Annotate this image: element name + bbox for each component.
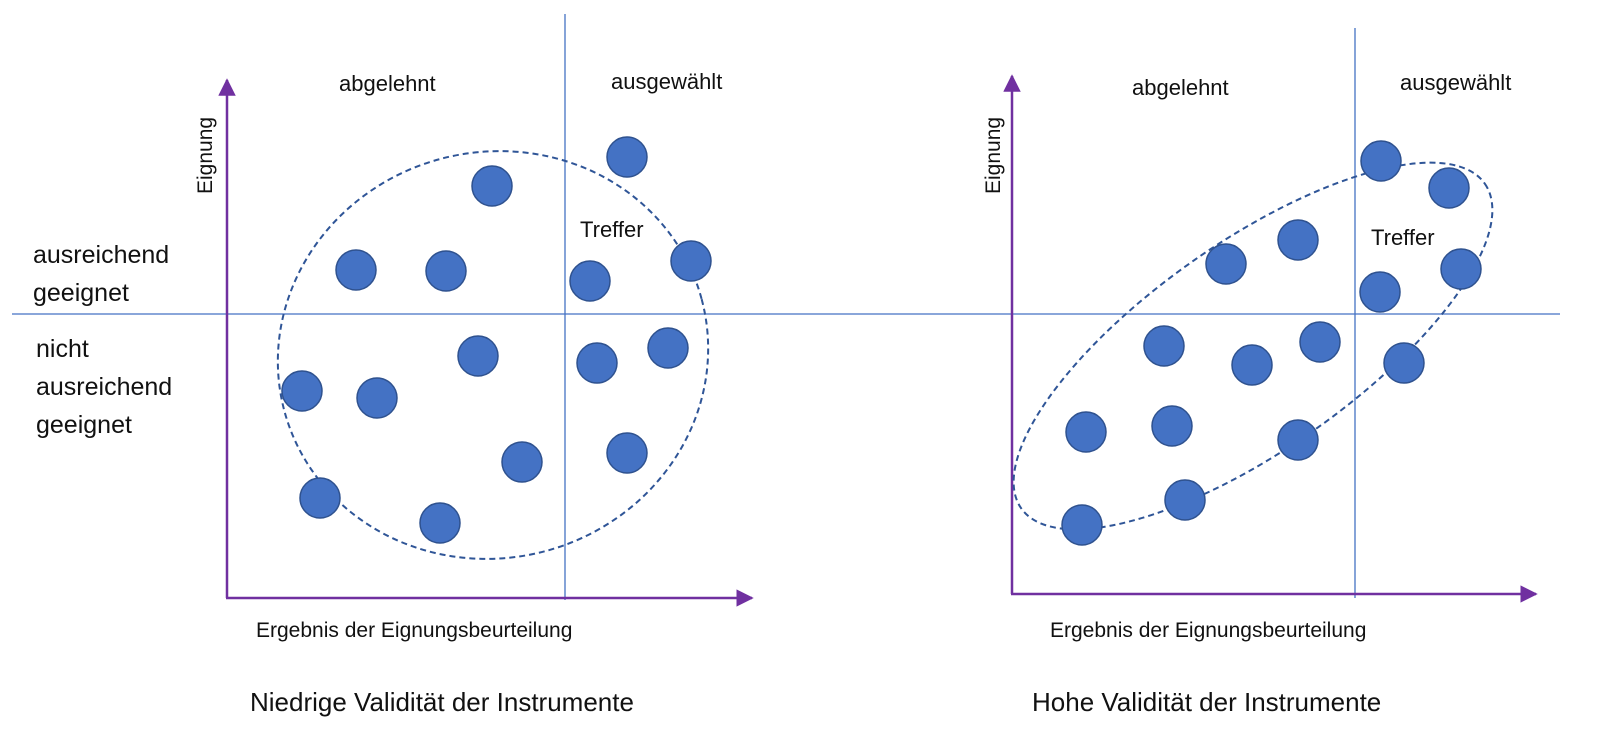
data-point [501,441,543,483]
data-points [281,136,712,544]
data-point [1164,479,1206,521]
data-point [1231,344,1273,386]
adequate-label-line: ausreichend [33,241,170,269]
adequate-label-line: geeignet [33,279,129,307]
data-point [1205,243,1247,285]
not-adequate-label: nicht ausreichend geeignet [36,330,172,444]
not-adequate-label-line: geeignet [36,411,132,439]
hit-label: Treffer [1371,225,1435,250]
panel-low-validity [218,14,754,607]
y-axis-label: Eignung [194,116,217,194]
data-point [335,249,377,291]
data-point [1440,248,1482,290]
data-point [471,165,513,207]
data-point [1383,342,1425,384]
data-point [606,432,648,474]
data-point [1143,325,1185,367]
data-point [606,136,648,178]
y-axis-label: Eignung [982,116,1005,194]
quadrant-rejected-label: abgelehnt [1132,75,1229,100]
data-point [569,260,611,302]
hit-label: Treffer [580,217,644,242]
data-point [457,335,499,377]
panel-caption: Hohe Validität der Instrumente [1032,687,1382,717]
x-axis-label: Ergebnis der Eignungsbeurteilung [256,619,573,642]
data-point [1360,140,1402,182]
quadrant-selected-label: ausgewählt [611,69,723,94]
data-point [419,502,461,544]
data-point [670,240,712,282]
data-point [1428,167,1470,209]
quadrant-selected-label: ausgewählt [1400,70,1512,95]
data-point [1299,321,1341,363]
panel-high-validity [1003,28,1538,603]
scatter-ellipse [276,150,710,560]
data-point [1061,504,1103,546]
x-axis-label: Ergebnis der Eignungsbeurteilung [1050,619,1367,642]
adequate-label: ausreichend geeignet [33,236,169,312]
data-point [299,477,341,519]
data-points [1061,140,1482,546]
data-point [647,327,689,369]
data-point [1277,419,1319,461]
not-adequate-label-line: ausreichend [36,373,173,401]
data-point [1359,271,1401,313]
data-point [576,342,618,384]
panel-caption: Niedrige Validität der Instrumente [250,687,634,717]
data-point [1277,219,1319,261]
data-point [281,370,323,412]
data-point [425,250,467,292]
not-adequate-label-line: nicht [36,335,89,363]
quadrant-rejected-label: abgelehnt [339,71,436,96]
data-point [1151,405,1193,447]
data-point [1065,411,1107,453]
data-point [356,377,398,419]
